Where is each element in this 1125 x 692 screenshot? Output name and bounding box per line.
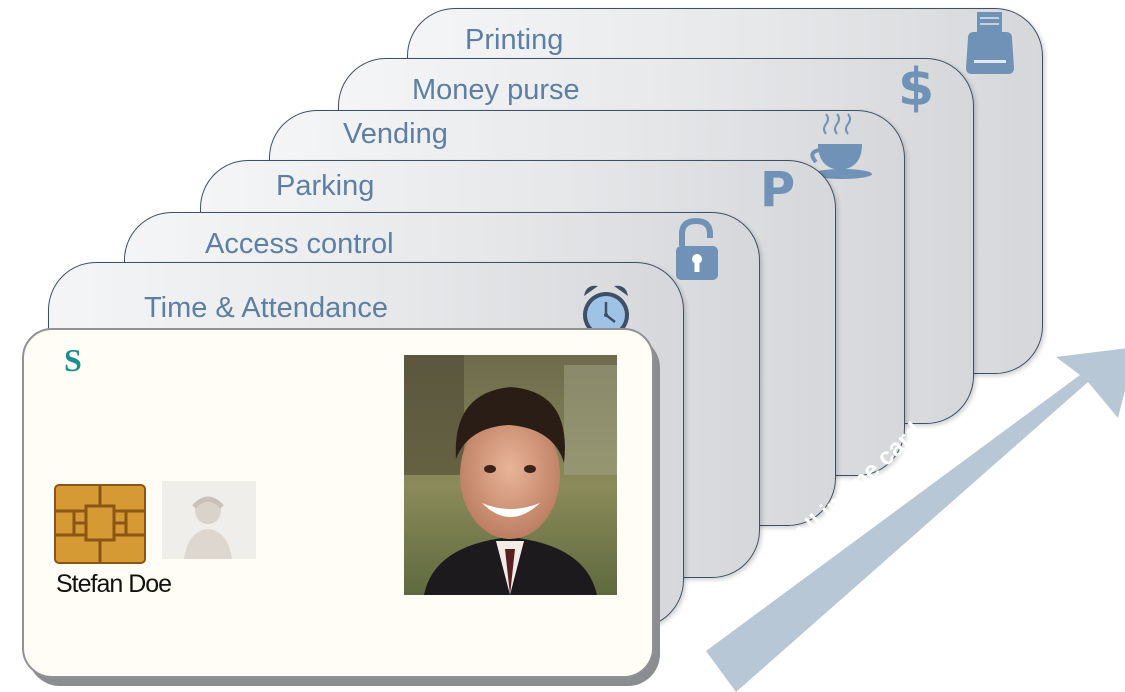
all-in-one-arrow xyxy=(706,348,1125,692)
padlock-icon xyxy=(676,218,718,280)
cardholder-photo xyxy=(404,355,617,595)
card-label-parking: Parking xyxy=(276,170,375,202)
dollar-icon: $ xyxy=(898,58,935,118)
card-label-vending: Vending xyxy=(343,118,448,150)
card-label-access-control: Access control xyxy=(205,228,394,260)
ghost-photo xyxy=(162,481,256,559)
card-label-printing: Printing xyxy=(465,24,564,56)
card-label-money-purse: Money purse xyxy=(412,74,580,106)
card-label-time-attendance: Time & Attendance xyxy=(144,292,388,324)
company-logo: S xyxy=(64,342,82,378)
printer-icon xyxy=(966,12,1014,74)
alarm-clock-icon xyxy=(583,285,629,338)
ghost-portrait-icon xyxy=(184,496,232,559)
parking-icon: P xyxy=(760,162,796,218)
smart-chip-icon xyxy=(54,484,146,564)
cardholder-name: Stefan Doe xyxy=(56,570,172,598)
coffee-cup-icon xyxy=(810,113,872,179)
portrait-photo xyxy=(404,355,617,595)
id-card: S Stefan Doe xyxy=(22,328,654,678)
